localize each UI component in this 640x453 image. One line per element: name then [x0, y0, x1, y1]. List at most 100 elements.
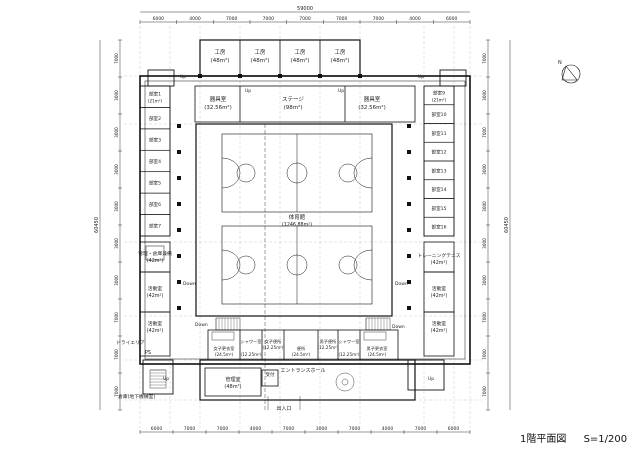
club-right-room-area: (21m²)	[432, 97, 447, 102]
activity-room-1-label: 活動室	[148, 285, 163, 292]
drawing-title-text: 1階平面図	[520, 434, 567, 445]
dim-left-label: 7000	[114, 349, 119, 360]
club-left-room-label: 部室6	[149, 201, 161, 208]
workshop-4-label: 工房	[334, 48, 346, 56]
column-right	[407, 280, 411, 284]
column-right	[407, 150, 411, 154]
shower-m-label: シャワー室	[339, 338, 360, 344]
column-left	[177, 306, 181, 310]
club-left-room-label: 部室7	[149, 222, 161, 229]
column-right	[407, 202, 411, 206]
wc-m-label: 男子便所	[320, 338, 337, 345]
gym-area: (1246.88m²)	[282, 222, 312, 228]
workshop-1-label: 工房	[214, 48, 226, 56]
entrance-hall-label: エントランスホール	[281, 368, 326, 374]
workshop-labels: 工房 (48m²) 工房 (48m²) 工房 (48m²) 工房 (48m²)	[211, 48, 350, 64]
equipment-room-left-area: (32.56m²)	[204, 104, 232, 111]
dim-top-label: 7000	[373, 16, 385, 22]
up-label-6: Up	[428, 376, 434, 382]
equipment-room-right-label: 器具室	[364, 95, 381, 103]
column-left	[177, 254, 181, 258]
workshop-3-area: (48m²)	[291, 57, 310, 64]
reception-label: 受付	[266, 371, 275, 378]
columns	[177, 74, 411, 310]
wc-w-label: 女子便所	[265, 338, 282, 345]
column-left	[177, 280, 181, 284]
column-right	[407, 176, 411, 180]
women-locker-area: (24.5m²)	[215, 352, 234, 357]
activity-room-1-area: (42m²)	[147, 293, 164, 299]
left-lower-rooms	[139, 241, 171, 357]
dim-bottom-label: 7000	[184, 426, 196, 432]
dim-top-total: 59000	[297, 6, 313, 12]
column-left	[177, 202, 181, 206]
dim-right-label: 3000	[482, 90, 487, 101]
activity-room-3-area: (42m²)	[431, 293, 448, 299]
dim-right-label: 3000	[482, 238, 487, 249]
down-label-3: Down	[195, 322, 208, 328]
club-left-room	[139, 214, 171, 237]
women-locker-label: 女子更衣室	[214, 345, 235, 352]
activity-room-2-area: (42m²)	[147, 328, 164, 334]
dim-left-label: 3000	[114, 275, 119, 286]
service-block	[207, 329, 399, 361]
column-right	[407, 124, 411, 128]
dim-top-label: 7000	[263, 16, 275, 22]
club-right-room	[423, 216, 455, 237]
club-left-room-label: 部室3	[149, 137, 161, 144]
north-note-label: 倉庫(地下機械室)	[118, 393, 155, 400]
workshop-rooms	[239, 40, 321, 76]
club-left-room-label: 部室4	[149, 158, 161, 165]
up-label-2: Up	[418, 74, 424, 80]
dim-right-label: 7000	[482, 53, 487, 64]
storage-room-area: (42m²)	[147, 258, 164, 264]
toilet-area: (24.5m²)	[292, 352, 311, 357]
drawing-scale: S=1/200	[583, 434, 628, 445]
column-top	[238, 74, 242, 78]
activity-room-3-label: 活動室	[432, 285, 447, 292]
dim-bottom-label: 3000	[316, 426, 328, 432]
workshop-2-area: (48m²)	[251, 57, 270, 64]
workshop-1-area: (48m²)	[211, 57, 230, 64]
equipment-room-right-area: (32.56m²)	[358, 104, 386, 111]
office-label: 管理室	[225, 376, 240, 383]
club-left-room-label: 部室1	[149, 91, 161, 98]
dim-left-total: 60450	[94, 217, 100, 233]
dim-left-label: 7000	[114, 386, 119, 397]
column-top	[358, 74, 362, 78]
training-room-area: (42m²)	[431, 260, 448, 266]
shower-m-area: (12.25m²)	[338, 352, 359, 357]
club-right-room-label: 部室11	[431, 130, 446, 137]
column-top	[198, 74, 202, 78]
stage-area: (98m²)	[284, 104, 303, 111]
dim-right-label: 7000	[482, 349, 487, 360]
column-right	[407, 254, 411, 258]
column-top	[318, 74, 322, 78]
dim-right-label: 7000	[482, 127, 487, 138]
club-right-room-label: 部室15	[431, 205, 446, 212]
column-right	[407, 306, 411, 310]
up-label-4: Up	[338, 88, 344, 94]
equipment-room-left-label: 器具室	[210, 95, 227, 103]
training-room-label: トレーニングテニス	[417, 252, 460, 259]
down-label-2: Down	[395, 281, 408, 287]
up-label-5: Up	[163, 376, 169, 382]
dim-bottom-label: 6000	[448, 426, 460, 432]
drawing-title: 1階平面図 S=1/200	[520, 430, 627, 445]
club-left-room-area: (21m²)	[148, 99, 163, 104]
dim-left-label: 3000	[114, 90, 119, 101]
up-label-3: Up	[245, 88, 251, 94]
dim-right-label: 3000	[482, 275, 487, 286]
workshop-4-area: (48m²)	[331, 57, 350, 64]
club-right-room-label: 部室9	[433, 89, 445, 96]
column-top	[278, 74, 282, 78]
ps-label: PS	[145, 350, 151, 356]
club-right-room-label: 部室12	[431, 149, 446, 156]
club-right-room-label: 部室10	[431, 111, 446, 118]
club-left-room-label: 部室2	[149, 115, 161, 122]
dim-left-label: 3000	[114, 127, 119, 138]
dim-bottom-label: 7000	[415, 426, 427, 432]
